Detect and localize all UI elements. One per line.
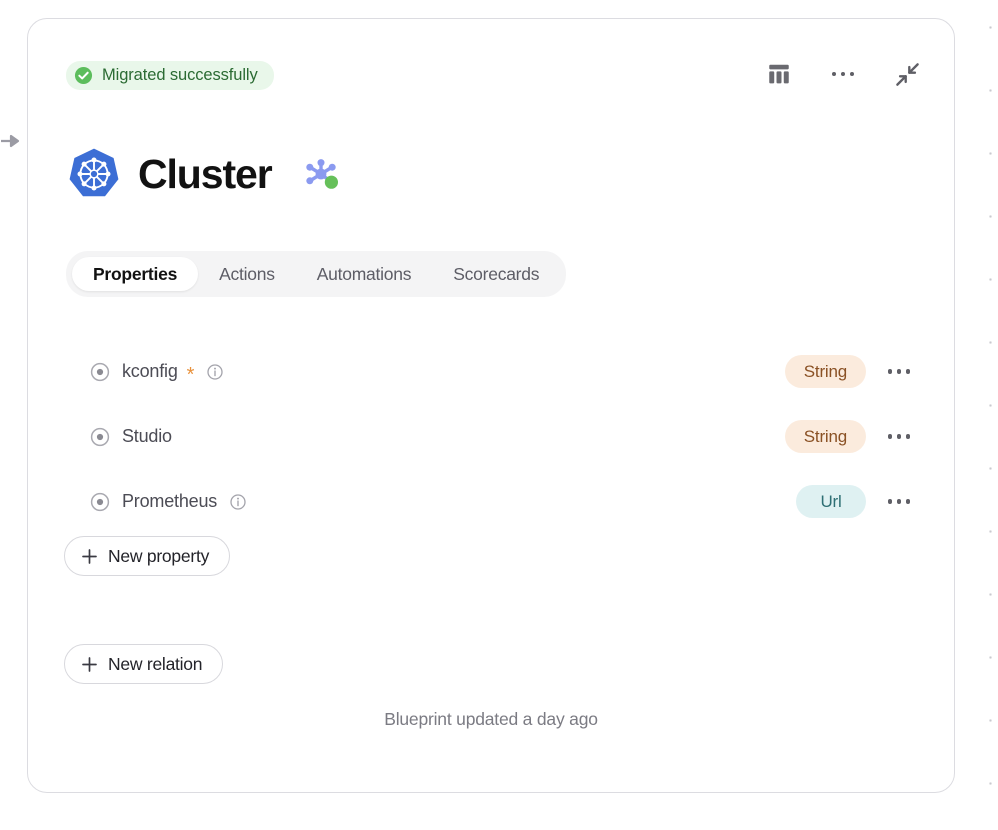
header-actions: [764, 59, 922, 89]
table-row[interactable]: Studio String: [90, 404, 914, 469]
status-badge: String: [784, 355, 866, 388]
blueprint-updated-note: Blueprint updated a day ago: [384, 709, 598, 729]
row-more-icon[interactable]: [884, 434, 914, 439]
arrow-right-pointer-icon: [0, 130, 22, 152]
tab-properties[interactable]: Properties: [72, 257, 199, 291]
status-badge: String: [784, 420, 866, 453]
add-property-label: New property: [108, 545, 210, 566]
title-row: Cluster: [66, 139, 342, 209]
radio-dot-icon: [90, 362, 110, 382]
tab-automations[interactable]: Automations: [316, 264, 412, 284]
row-more-icon[interactable]: [884, 369, 914, 374]
plus-icon: [81, 656, 98, 673]
table-view-icon[interactable]: [764, 59, 794, 89]
collapse-icon[interactable]: [892, 59, 922, 89]
blueprint-card: Migrated successfully: [27, 18, 955, 793]
ellipsis-glyph: [887, 369, 911, 374]
molecule-graph-icon: [300, 153, 342, 195]
more-options-icon[interactable]: [828, 59, 858, 89]
row-more-icon[interactable]: [884, 499, 914, 504]
table-row[interactable]: kconfig * String: [90, 339, 914, 404]
ellipsis-glyph: [887, 434, 911, 439]
property-identity: Studio: [90, 426, 172, 447]
add-relation-label: New relation: [108, 653, 203, 674]
property-meta: String: [784, 420, 914, 453]
card-header: Migrated successfully: [28, 59, 954, 103]
property-name: kconfig: [122, 361, 178, 381]
add-property-button[interactable]: New property: [64, 536, 231, 576]
property-identity: kconfig *: [90, 361, 224, 386]
kubernetes-icon: [66, 146, 122, 202]
info-icon[interactable]: [207, 363, 224, 380]
ellipsis-glyph: [831, 71, 855, 77]
required-marker: *: [186, 363, 195, 386]
status-badge: Url: [796, 485, 866, 518]
table-row[interactable]: Prometheus Url: [90, 469, 914, 534]
plus-icon: [81, 548, 98, 565]
tab-scorecards[interactable]: Scorecards: [453, 264, 540, 284]
ellipsis-glyph: [887, 499, 911, 504]
property-meta: Url: [796, 485, 914, 518]
radio-dot-icon: [90, 427, 110, 447]
info-icon[interactable]: [230, 493, 246, 510]
property-name: Prometheus: [122, 491, 218, 511]
property-name: Studio: [122, 426, 172, 446]
add-relation-button[interactable]: New relation: [64, 644, 224, 684]
status-badge: Migrated successfully: [66, 61, 274, 90]
tab-actions[interactable]: Actions: [219, 264, 275, 284]
property-meta: String: [784, 355, 914, 388]
property-list: kconfig * String: [90, 339, 914, 534]
status-badge-label: Migrated successfully: [102, 66, 258, 85]
property-identity: Prometheus: [90, 491, 246, 512]
radio-dot-icon: [90, 492, 110, 512]
page-title: Cluster: [138, 150, 273, 197]
check-circle-icon: [74, 66, 93, 85]
tab-bar: Properties Actions Automations Scorecard…: [66, 251, 567, 297]
